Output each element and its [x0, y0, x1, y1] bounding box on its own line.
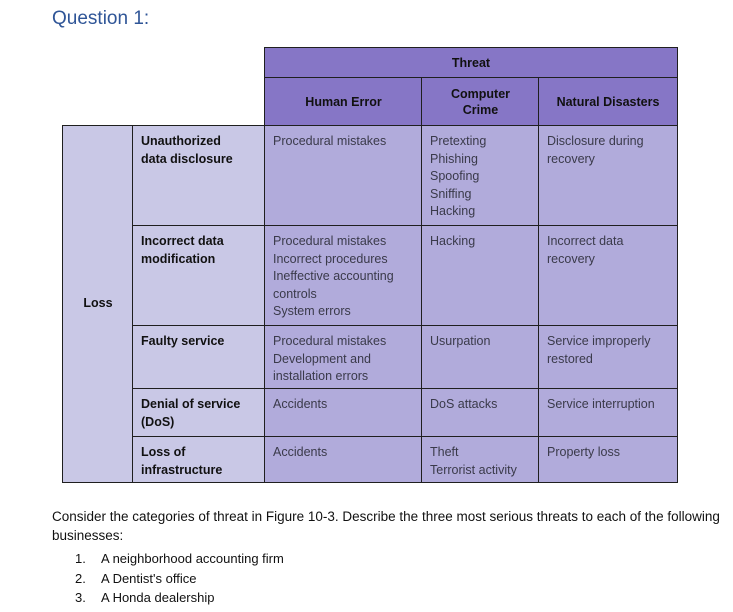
row-label-incorrect-data-modification: Incorrect data modification — [132, 225, 266, 327]
cell-line: Service improperly — [547, 334, 651, 348]
cell-line: installation errors — [273, 369, 369, 383]
table-cell-denial-of-service-computer-crime: DoS attacks — [421, 388, 540, 438]
cell-line: Disclosure during — [547, 134, 644, 148]
list-item: 3.A Honda dealership — [75, 590, 215, 605]
cell-line: Hacking — [430, 234, 476, 248]
table-cell-loss-of-infrastructure-natural-disasters: Property loss — [538, 436, 678, 483]
cell-line: controls — [273, 286, 317, 301]
business-list: 1.A neighborhood accounting firm 2.A Den… — [75, 549, 284, 608]
cell-line: Sniffing — [430, 186, 472, 201]
cell-line: Usurpation — [430, 334, 491, 348]
row-label-unauthorized-data-disclosure: Unauthorized data disclosure — [132, 125, 266, 227]
cell-line: Spoofing — [430, 169, 480, 183]
cell-line: Incorrect procedures — [273, 251, 388, 266]
table-cell-unauthorized-data-disclosure-human-error: Procedural mistakes — [264, 125, 423, 227]
question-text: Consider the categories of threat in Fig… — [52, 509, 720, 543]
threat-loss-table: Threat Human Error Computer Crime Natura… — [62, 47, 678, 483]
cell-line: Property loss — [547, 445, 620, 459]
cell-line: Accidents — [273, 397, 328, 411]
cell-line: Development and — [273, 351, 371, 366]
loss-label: Loss — [62, 125, 134, 483]
table-cell-denial-of-service-natural-disasters: Service interruption — [538, 388, 678, 438]
column-header-human-error: Human Error — [264, 77, 423, 127]
cell-line: Theft — [430, 445, 459, 459]
cell-line: Procedural mistakes — [273, 334, 387, 348]
cell-line: DoS attacks — [430, 397, 498, 411]
cell-line: System errors — [273, 304, 351, 318]
cell-line: recovery — [547, 251, 595, 266]
row-label-denial-of-service: Denial of service (DoS) — [132, 388, 266, 438]
row-label-loss-of-infrastructure: Loss of infrastructure — [132, 436, 266, 483]
cell-line: recovery — [547, 151, 595, 166]
list-item: 1.A neighborhood accounting firm — [75, 551, 284, 566]
table-cell-incorrect-data-modification-natural-disasters: Incorrect data recovery — [538, 225, 678, 327]
cell-line: Ineffective accounting — [273, 269, 394, 283]
column-header-natural-disasters: Natural Disasters — [538, 77, 678, 127]
cell-line: Service interruption — [547, 397, 655, 411]
cell-line: Terrorist activity — [430, 462, 517, 477]
cell-line: Procedural mistakes — [273, 134, 387, 148]
threat-header: Threat — [264, 47, 678, 79]
cell-line: Procedural mistakes — [273, 234, 387, 248]
table-cell-incorrect-data-modification-computer-crime: Hacking — [421, 225, 540, 327]
list-item: 2.A Dentist's office — [75, 570, 197, 586]
row-label-faulty-service: Faulty service — [132, 325, 266, 390]
cell-line: restored — [547, 351, 593, 366]
cell-line: Phishing — [430, 151, 478, 166]
column-header-computer-crime: Computer Crime — [421, 77, 540, 127]
question-heading: Question 1: — [52, 8, 150, 29]
cell-line: Hacking — [430, 204, 476, 218]
cell-line: Incorrect data — [547, 234, 624, 248]
table-cell-unauthorized-data-disclosure-natural-disasters: Disclosure during recovery — [538, 125, 678, 227]
table-cell-loss-of-infrastructure-human-error: Accidents — [264, 436, 423, 483]
table-cell-faulty-service-natural-disasters: Service improperly restored — [538, 325, 678, 390]
table-cell-faulty-service-computer-crime: Usurpation — [421, 325, 540, 390]
cell-line: Pretexting — [430, 134, 487, 148]
table-cell-denial-of-service-human-error: Accidents — [264, 388, 423, 438]
cell-line: Accidents — [273, 445, 328, 459]
